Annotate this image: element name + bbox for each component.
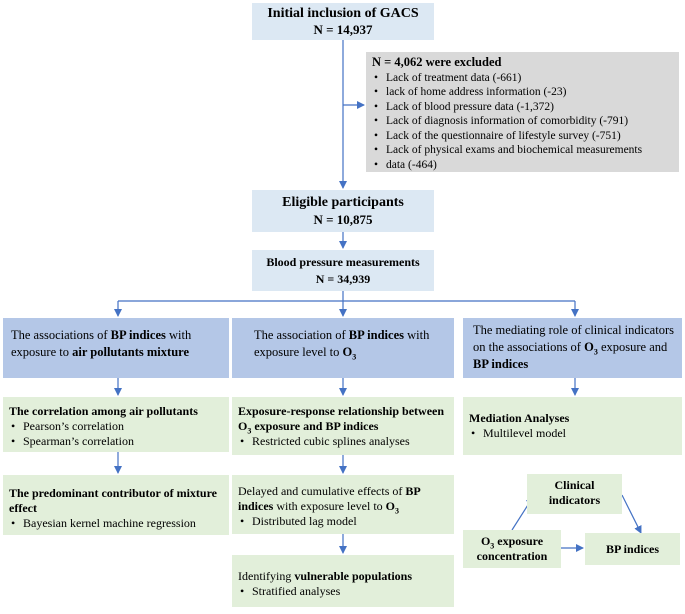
list-item: Pearson’s correlation xyxy=(9,419,223,434)
col1-contributor-list: Bayesian kernel machine regression xyxy=(9,516,223,531)
col2-vulnerable-box: Identifying vulnerable populations Strat… xyxy=(232,555,454,607)
list-item: Bayesian kernel machine regression xyxy=(9,516,223,531)
col2-exposure-response-title: Exposure-response relationship between O… xyxy=(238,404,445,436)
col3-mediation-box: Mediation Analyses Multilevel model xyxy=(463,397,682,455)
col1-correlation-list: Pearson’s correlation Spearman’s correla… xyxy=(9,419,223,449)
col3-header-text: The mediating role of clinical indicator… xyxy=(473,323,674,354)
excluded-item: Lack of diagnosis information of comorbi… xyxy=(372,114,673,129)
arrow-clinical-to-bp xyxy=(621,494,642,534)
bp-measurements-title: Blood pressure measurements xyxy=(266,255,420,269)
o3-exposure-box: O3 exposure concentration xyxy=(463,530,561,568)
col2-exposure-response-box: Exposure-response relationship between O… xyxy=(232,397,454,455)
col3-header-o3: O3 xyxy=(584,340,598,357)
col1-header-text: with exposure to xyxy=(11,328,192,359)
list-item: Stratified analyses xyxy=(238,584,448,599)
col1-header-bold: air pollutants mixture xyxy=(72,345,190,359)
col1-header: The associations of BP indices with expo… xyxy=(3,318,229,378)
col1-correlation-box: The correlation among air pollutants Pea… xyxy=(3,397,229,452)
col1-correlation-title: The correlation among air pollutants xyxy=(9,404,198,418)
excluded-list: Lack of treatment data (-661) lack of ho… xyxy=(372,71,673,173)
bp-indices-label: BP indices xyxy=(605,542,659,556)
initial-inclusion-n: N = 14,937 xyxy=(313,22,373,37)
excluded-item: Lack of physical exams and biochemical m… xyxy=(372,143,673,158)
o3-exposure-label: O3 exposure concentration xyxy=(476,534,548,563)
clinical-indicators-label: Clinical indicators xyxy=(548,478,601,507)
col2-header-text: The association of xyxy=(254,328,349,342)
excluded-title: N = 4,062 were excluded xyxy=(372,55,502,69)
bp-measurements-n: N = 34,939 xyxy=(315,272,371,286)
col1-header-text: The associations of xyxy=(11,328,111,342)
list-item: Restricted cubic splines analyses xyxy=(238,434,448,449)
col2-header-bold: BP indices xyxy=(348,328,404,342)
col2-exposure-response-list: Restricted cubic splines analyses xyxy=(238,434,448,449)
list-item: Spearman’s correlation xyxy=(9,434,223,449)
excluded-box: N = 4,062 were excluded Lack of treatmen… xyxy=(366,52,679,172)
col1-header-bold: BP indices xyxy=(110,328,166,342)
list-item: Multilevel model xyxy=(469,426,676,441)
col2-lag-box: Delayed and cumulative effects of BP ind… xyxy=(232,475,454,534)
excluded-item: Lack of blood pressure data (-1,372) xyxy=(372,100,673,115)
col1-contributor-title: The predominant contributor of mixture e… xyxy=(9,486,218,515)
col2-header-text: with exposure level to xyxy=(254,328,430,359)
bp-indices-box: BP indices xyxy=(585,533,680,565)
col2-vulnerable-title: Identifying vulnerable populations xyxy=(238,569,413,583)
eligible-box: Eligible participants N = 10,875 xyxy=(252,190,434,232)
eligible-n: N = 10,875 xyxy=(313,212,373,227)
bp-measurements-box: Blood pressure measurements N = 34,939 xyxy=(252,250,434,291)
list-item: Distributed lag model xyxy=(238,514,448,529)
excluded-item: Lack of the questionnaire of lifestyle s… xyxy=(372,129,673,144)
excluded-item: Lack of treatment data (-661) xyxy=(372,71,673,86)
col3-mediation-title: Mediation Analyses xyxy=(469,411,570,425)
initial-inclusion-box: Initial inclusion of GACS N = 14,937 xyxy=(252,3,434,40)
col2-header: The association of BP indices with expos… xyxy=(232,318,454,378)
initial-inclusion-title: Initial inclusion of GACS xyxy=(267,6,419,21)
col2-lag-title: Delayed and cumulative effects of BP ind… xyxy=(238,484,421,516)
excluded-item: lack of home address information (-23) xyxy=(372,85,673,100)
col2-header-o3: O3 xyxy=(342,345,357,362)
eligible-title: Eligible participants xyxy=(282,195,404,210)
clinical-indicators-box: Clinical indicators xyxy=(527,474,622,514)
col3-header: The mediating role of clinical indicator… xyxy=(463,318,682,378)
col2-lag-list: Distributed lag model xyxy=(238,514,448,529)
excluded-item: data (-464) xyxy=(372,158,673,173)
col3-mediation-list: Multilevel model xyxy=(469,426,676,441)
col3-header-text: exposure and xyxy=(597,340,668,354)
col3-header-bold: BP indices xyxy=(473,357,529,371)
col2-vulnerable-list: Stratified analyses xyxy=(238,584,448,599)
col1-contributor-box: The predominant contributor of mixture e… xyxy=(3,475,229,535)
